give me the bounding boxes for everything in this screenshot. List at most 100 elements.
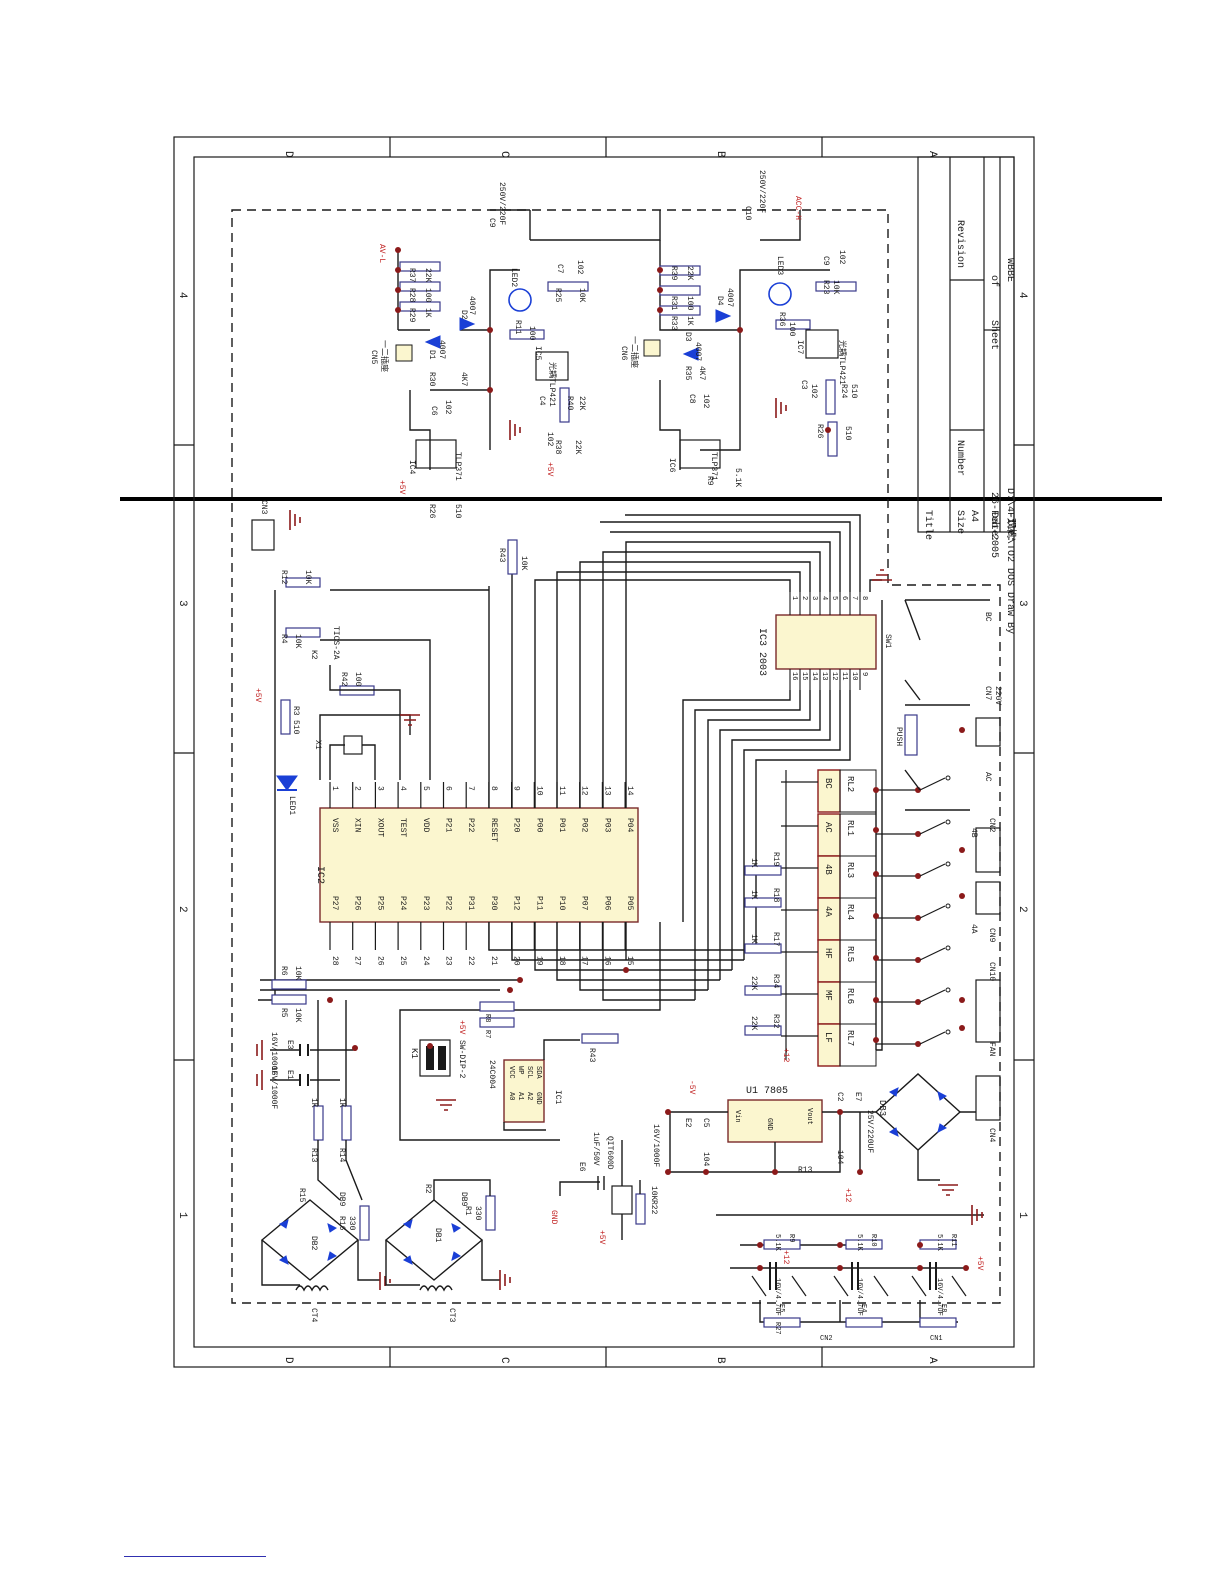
ic2-bottom-pin-number: 26 (375, 956, 384, 966)
junction-dot (837, 1109, 843, 1115)
ic2-top-pin-name: P00 (534, 818, 543, 833)
junction-dot (737, 327, 743, 333)
d3-part: 4007 (693, 342, 702, 361)
r34-value: 22K (423, 268, 432, 283)
zone-letter-top-2: C (498, 151, 510, 158)
ic7-ref: IC7 (795, 340, 804, 355)
relay-ref: RL4 (845, 904, 855, 920)
cn6-ref: CN6 (619, 346, 628, 361)
r24-label: R9 (705, 476, 714, 486)
eeprom-pin-a2: A2 (525, 1092, 533, 1100)
e3-value: 16V/1000F (269, 1032, 278, 1075)
net-neg5v: -5V (687, 1080, 696, 1095)
r36-label: R24 (839, 384, 848, 399)
sensor-pin (873, 1275, 889, 1297)
relay-label: 4B (823, 864, 833, 875)
eeprom-pin-a1: A1 (516, 1092, 524, 1100)
left-circuits: R12 10K R4 10K R42 100 R3 510 X1 LED1 K2… (253, 570, 520, 1109)
relay-contact-arm (919, 821, 946, 835)
r20-label: R19 (771, 852, 780, 867)
k1-label: K1 (409, 1048, 419, 1059)
ic2-bottom-pin-number: 27 (353, 956, 362, 966)
cn10-ref: CN10 (987, 962, 996, 981)
d2-part: 4007 (467, 296, 476, 315)
regulator-ref: U1 7805 (746, 1086, 788, 1097)
net-5v-eeprom: +5V (457, 1020, 466, 1035)
r22-value: 10K (649, 1186, 658, 1201)
ic2-bottom-pin-number: 16 (602, 956, 611, 966)
zone-letter-bottom-1: D (282, 1357, 294, 1364)
c5-label: C5 (701, 1118, 710, 1128)
r39-label: R33 (669, 316, 678, 331)
relay-ref: RL1 (845, 820, 855, 836)
relay-contact-arm (919, 947, 946, 961)
junction-dot (959, 727, 965, 733)
cn1-bottom-label: CN1 (930, 1335, 943, 1343)
ic2-top-pin-name: P21 (444, 818, 453, 833)
junction-dot (395, 307, 401, 313)
zone-number-left-1: 4 (176, 292, 188, 299)
cn2-label: 4B (969, 828, 978, 838)
relay-label: MF (823, 990, 833, 1001)
relay-coil (817, 897, 841, 941)
junction-dot (352, 1045, 358, 1051)
zone-number-left-4: 1 (176, 1212, 188, 1219)
r11-label: R40 (565, 396, 574, 411)
ic2-bottom-pin-number: 18 (557, 956, 566, 966)
ic2-bottom-pin-name: P06 (602, 896, 611, 911)
r32-label: R28 (407, 288, 416, 303)
r21-label: R18 (771, 888, 780, 903)
ic4-ref: IC4 (407, 460, 416, 475)
r11b-value: 5.1K (935, 1234, 943, 1252)
date-label: Date: (988, 512, 999, 542)
relay-contact (945, 987, 951, 993)
relay-ref: RL6 (845, 988, 855, 1004)
r11b-label: R11 (949, 1234, 957, 1247)
junction-dot (395, 247, 401, 253)
date-value: 26-Feb-2005 (988, 492, 1000, 558)
junction-dot (873, 913, 879, 919)
ic3-bottom-pin-number: 11 (840, 672, 848, 680)
e8-value: 16V/4.7UF (935, 1278, 943, 1316)
top-detector-left: R37 22K R28 100 R29 1K D1 4007 D2 4007 R… (369, 182, 661, 519)
r19-label: R17 (771, 932, 780, 947)
r27-label: R27 (773, 1322, 781, 1335)
r40-label: R39 (669, 266, 678, 281)
ic2-bottom-pin-number: 21 (489, 956, 498, 966)
net-5v-ic5: +5V (545, 462, 554, 477)
cn5-ref: CN5 (369, 350, 378, 365)
ic2-bottom-pin-number: 25 (398, 956, 407, 966)
relay-contact (945, 1029, 951, 1035)
r13-bottom-label: R13 (798, 1166, 813, 1175)
net-12v-a: +12 (843, 1188, 852, 1203)
power-supply: U1 7805 Vin GND Vout DB3 E2 16V/1000F C5… (651, 1073, 976, 1203)
r30-value: 10K (577, 288, 586, 303)
number-label: Number (954, 440, 966, 476)
sensor-inputs: R9 5.1K R10 5.1K R11 5.1K 16V/4.7UF 16V/… (716, 1205, 984, 1343)
c9-value: 250V/220F (497, 182, 506, 225)
r1-label: R1 (463, 1206, 472, 1216)
ic2-bottom-pin-name: P11 (534, 896, 543, 911)
r43-value: 10K (519, 556, 528, 571)
c3-label: C3 (799, 380, 808, 390)
ic5-ref: IC5 (533, 346, 542, 361)
zone-letter-top-4: A (926, 151, 938, 158)
ic2-top-pin-number: 7 (466, 786, 475, 791)
r9-label: R9 (787, 1234, 795, 1242)
r1-value: 330 (473, 1206, 482, 1221)
c2-value: 104 (835, 1150, 844, 1165)
ic2-bottom-pin-name: P30 (489, 896, 498, 911)
title-block: Title Size A4 Number Revision Date: 26-F… (917, 156, 1018, 634)
eeprom-pin-sda: SDA (534, 1066, 542, 1079)
zone-letter-top-3: B (714, 151, 726, 158)
relay-contact (945, 903, 951, 909)
title-label: Title (922, 510, 934, 540)
r12-value: 10K (303, 570, 312, 585)
buzzer-label: QIT600D (605, 1136, 614, 1170)
junction-dot (959, 1025, 965, 1031)
r34-label: R37 (407, 268, 416, 283)
file-value: D:\4-双机\TO2 DOS Draw By (1004, 488, 1018, 634)
junction-dot (657, 267, 663, 273)
ic3-top-pin-number: 4 (820, 596, 828, 600)
junction-dot (665, 1109, 671, 1115)
